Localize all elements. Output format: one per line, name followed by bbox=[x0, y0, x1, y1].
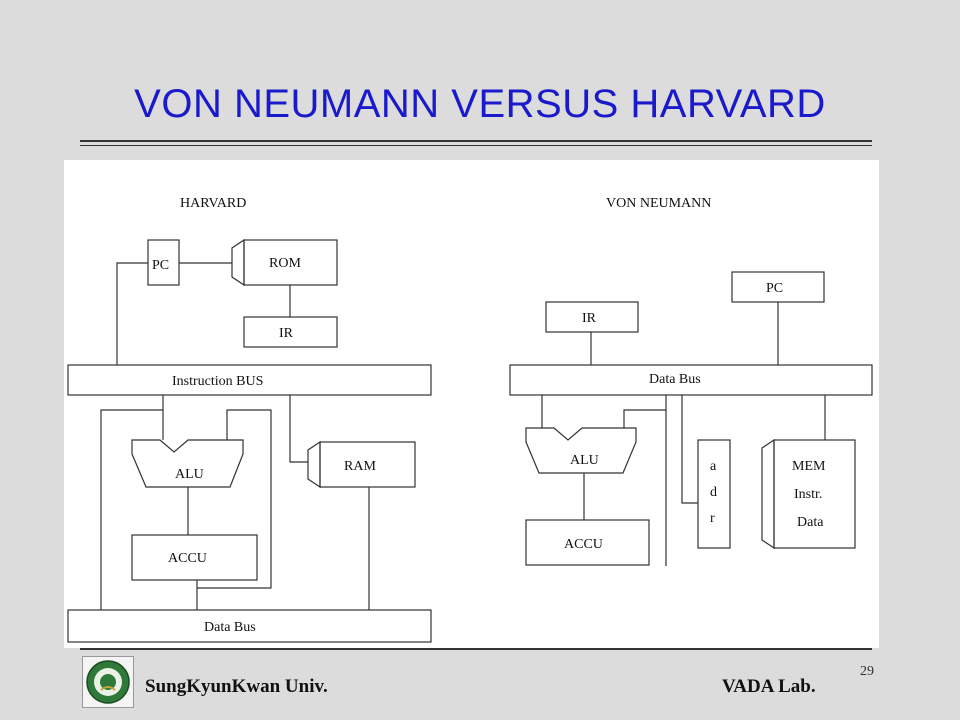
harvard-pc-label: PC bbox=[152, 258, 169, 273]
vn-adr-box bbox=[697, 439, 731, 549]
vn-data-label: Data bbox=[797, 515, 824, 530]
vn-data-bus-label: Data Bus bbox=[649, 372, 701, 387]
harvard-data-bus bbox=[67, 609, 432, 643]
vn-adr-d: d bbox=[710, 485, 717, 500]
harvard-instruction-bus bbox=[67, 364, 432, 396]
harvard-accu-label: ACCU bbox=[168, 551, 207, 566]
harvard-rom-label: ROM bbox=[269, 256, 301, 271]
vn-alu-shape bbox=[525, 427, 637, 474]
harvard-data-bus-label: Data Bus bbox=[204, 620, 256, 635]
vn-adr-a: a bbox=[710, 459, 717, 474]
wire-vn-bus-adr bbox=[681, 395, 698, 504]
vn-ir-box bbox=[545, 301, 639, 333]
wire-databus-loop-left bbox=[100, 409, 163, 610]
vn-data-bus bbox=[509, 364, 873, 396]
vn-heading: VON NEUMANN bbox=[606, 196, 711, 211]
vn-accu-label: ACCU bbox=[564, 537, 603, 552]
wire-alu-right-loop bbox=[197, 409, 272, 589]
vn-ir-label: IR bbox=[582, 311, 597, 326]
harvard-alu-label: ALU bbox=[175, 467, 204, 482]
vn-mem-port bbox=[761, 438, 775, 550]
harvard-heading: HARVARD bbox=[180, 196, 246, 211]
architecture-diagram: HARVARD PC ROM IR Instruction BUS ALU RA… bbox=[67, 196, 873, 643]
slide-title: VON NEUMANN VERSUS HARVARD bbox=[134, 82, 826, 126]
university-logo bbox=[82, 656, 134, 708]
footer-university: SungKyunKwan Univ. bbox=[145, 676, 328, 697]
architecture-figure: HARVARD PC ROM IR Instruction BUS ALU RA… bbox=[64, 160, 879, 648]
vn-alu-label: ALU bbox=[570, 453, 599, 468]
vn-mem-label: MEM bbox=[792, 459, 826, 474]
harvard-ram-port bbox=[307, 440, 321, 489]
vn-accu-box bbox=[525, 519, 650, 566]
harvard-ram-label: RAM bbox=[344, 459, 376, 474]
wire-bus-to-ram bbox=[289, 395, 308, 463]
vn-pc-label: PC bbox=[766, 281, 783, 296]
vn-adr-r: r bbox=[710, 511, 715, 526]
harvard-rom-port bbox=[231, 238, 245, 287]
harvard-alu-shape bbox=[131, 439, 244, 488]
footer-lab: VADA Lab. bbox=[722, 676, 816, 697]
harvard-instruction-bus-label: Instruction BUS bbox=[172, 374, 263, 389]
seal-icon bbox=[86, 660, 130, 704]
wire-pc-to-bus bbox=[116, 262, 148, 365]
vn-instr-label: Instr. bbox=[794, 487, 822, 502]
harvard-accu-box bbox=[131, 534, 258, 581]
title-underline-thin bbox=[80, 145, 872, 146]
harvard-ir-label: IR bbox=[279, 326, 294, 341]
wire-vn-alu-right bbox=[623, 409, 666, 428]
title-underline bbox=[80, 140, 872, 142]
page-number: 29 bbox=[860, 664, 874, 679]
footer-divider bbox=[80, 648, 872, 650]
